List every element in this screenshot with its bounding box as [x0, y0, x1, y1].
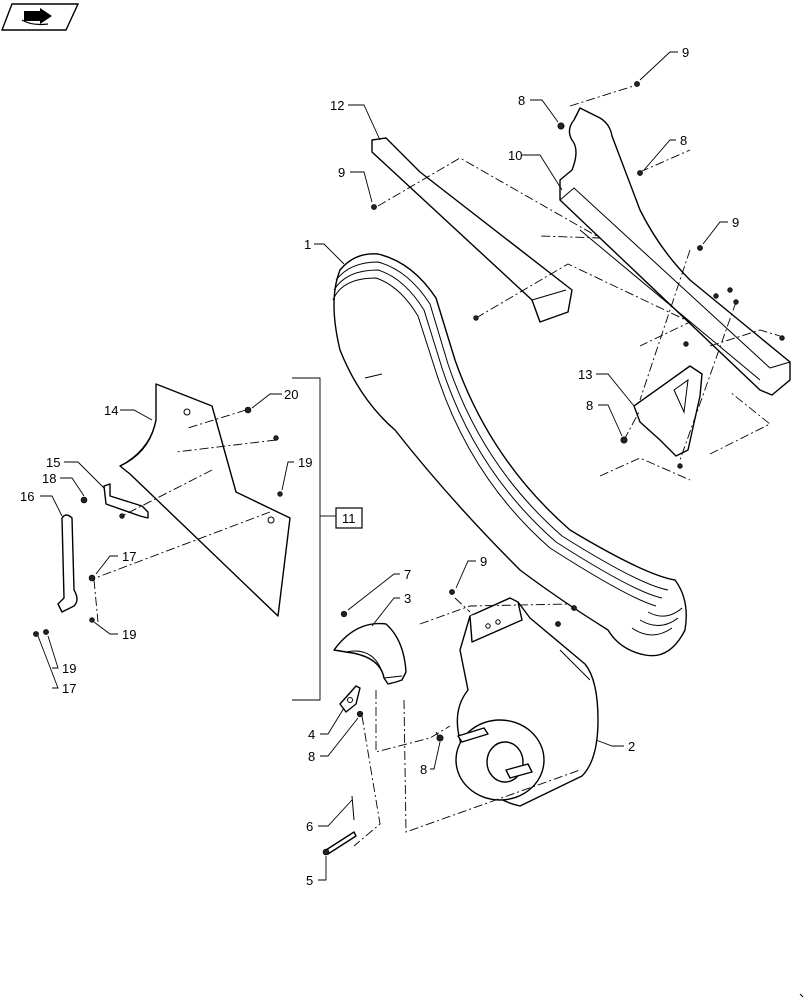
- callout-labels: 1 2 3 4 5 6 7 8 8 8 8 8 9 9 9 9 10 11 12…: [20, 45, 739, 888]
- part-15-small-bracket: [103, 483, 149, 519]
- callout-15: 15: [46, 455, 60, 470]
- bolt-9d: [449, 589, 455, 595]
- callout-8c: 8: [586, 398, 593, 413]
- part-6-pin: [351, 795, 355, 821]
- bolt-17a: [88, 574, 96, 582]
- callout-13: 13: [578, 367, 592, 382]
- callout-8e: 8: [420, 762, 427, 777]
- callout-4: 4: [308, 727, 315, 742]
- callout-17b: 17: [62, 681, 76, 696]
- callout-6: 6: [306, 819, 313, 834]
- corner-mark: [799, 993, 804, 998]
- nut-8e: [436, 734, 444, 742]
- callout-box-11: [335, 507, 363, 529]
- nut-18: [80, 496, 88, 504]
- bolt-9b: [371, 204, 377, 210]
- part-10-upper-shield: [559, 107, 791, 396]
- bolt-9a: [634, 81, 640, 87]
- bolt-19c: [43, 629, 49, 635]
- leader-lines: [37, 51, 728, 881]
- callout-9d: 9: [480, 554, 487, 569]
- callout-19a: 19: [298, 455, 312, 470]
- callout-19b: 19: [122, 627, 136, 642]
- callout-12: 12: [330, 98, 344, 113]
- bolt-9c: [697, 245, 703, 251]
- callout-20: 20: [284, 387, 298, 402]
- callout-16: 16: [20, 489, 34, 504]
- part-14-left-shield: [119, 383, 291, 617]
- callout-9b: 9: [338, 165, 345, 180]
- callout-3: 3: [404, 591, 411, 606]
- callout-7: 7: [404, 567, 411, 582]
- callout-11: 11: [342, 511, 356, 526]
- group-bracket-11: [292, 377, 363, 701]
- part-3-pulley-cover: [333, 622, 407, 685]
- callout-1: 1: [304, 237, 311, 252]
- arrow-book-icon[interactable]: [0, 3, 80, 31]
- callout-17a: 17: [122, 549, 136, 564]
- part-16-strap: [57, 514, 78, 613]
- callout-8d: 8: [308, 749, 315, 764]
- part-4-clip: [339, 685, 361, 713]
- part-1-drive-belt: [332, 253, 687, 657]
- callout-19c: 19: [62, 661, 76, 676]
- part-13-bracket: [633, 365, 703, 457]
- bolt-8b: [637, 170, 643, 176]
- part-12-belt-cover: [371, 137, 573, 323]
- fasteners: [33, 81, 785, 742]
- part-5-pin: [322, 831, 357, 856]
- callout-8a: 8: [518, 93, 525, 108]
- bolt-19b: [89, 617, 95, 623]
- callout-9c: 9: [732, 215, 739, 230]
- bolt-19a: [277, 491, 283, 497]
- callout-5: 5: [306, 873, 313, 888]
- nut-8c: [620, 436, 628, 444]
- callout-2: 2: [628, 739, 635, 754]
- nut-8d: [356, 710, 364, 718]
- bolt-7: [340, 610, 348, 618]
- callout-14: 14: [104, 403, 118, 418]
- assembly-centerlines: [89, 83, 781, 847]
- nut-8a: [557, 122, 565, 130]
- bolt-17b: [33, 631, 39, 637]
- part-2-pulley-housing: [455, 597, 599, 807]
- callout-8b: 8: [680, 133, 687, 148]
- callout-9a: 9: [682, 45, 689, 60]
- callout-10: 10: [508, 148, 522, 163]
- bolt-20: [244, 406, 252, 414]
- callout-18: 18: [42, 471, 56, 486]
